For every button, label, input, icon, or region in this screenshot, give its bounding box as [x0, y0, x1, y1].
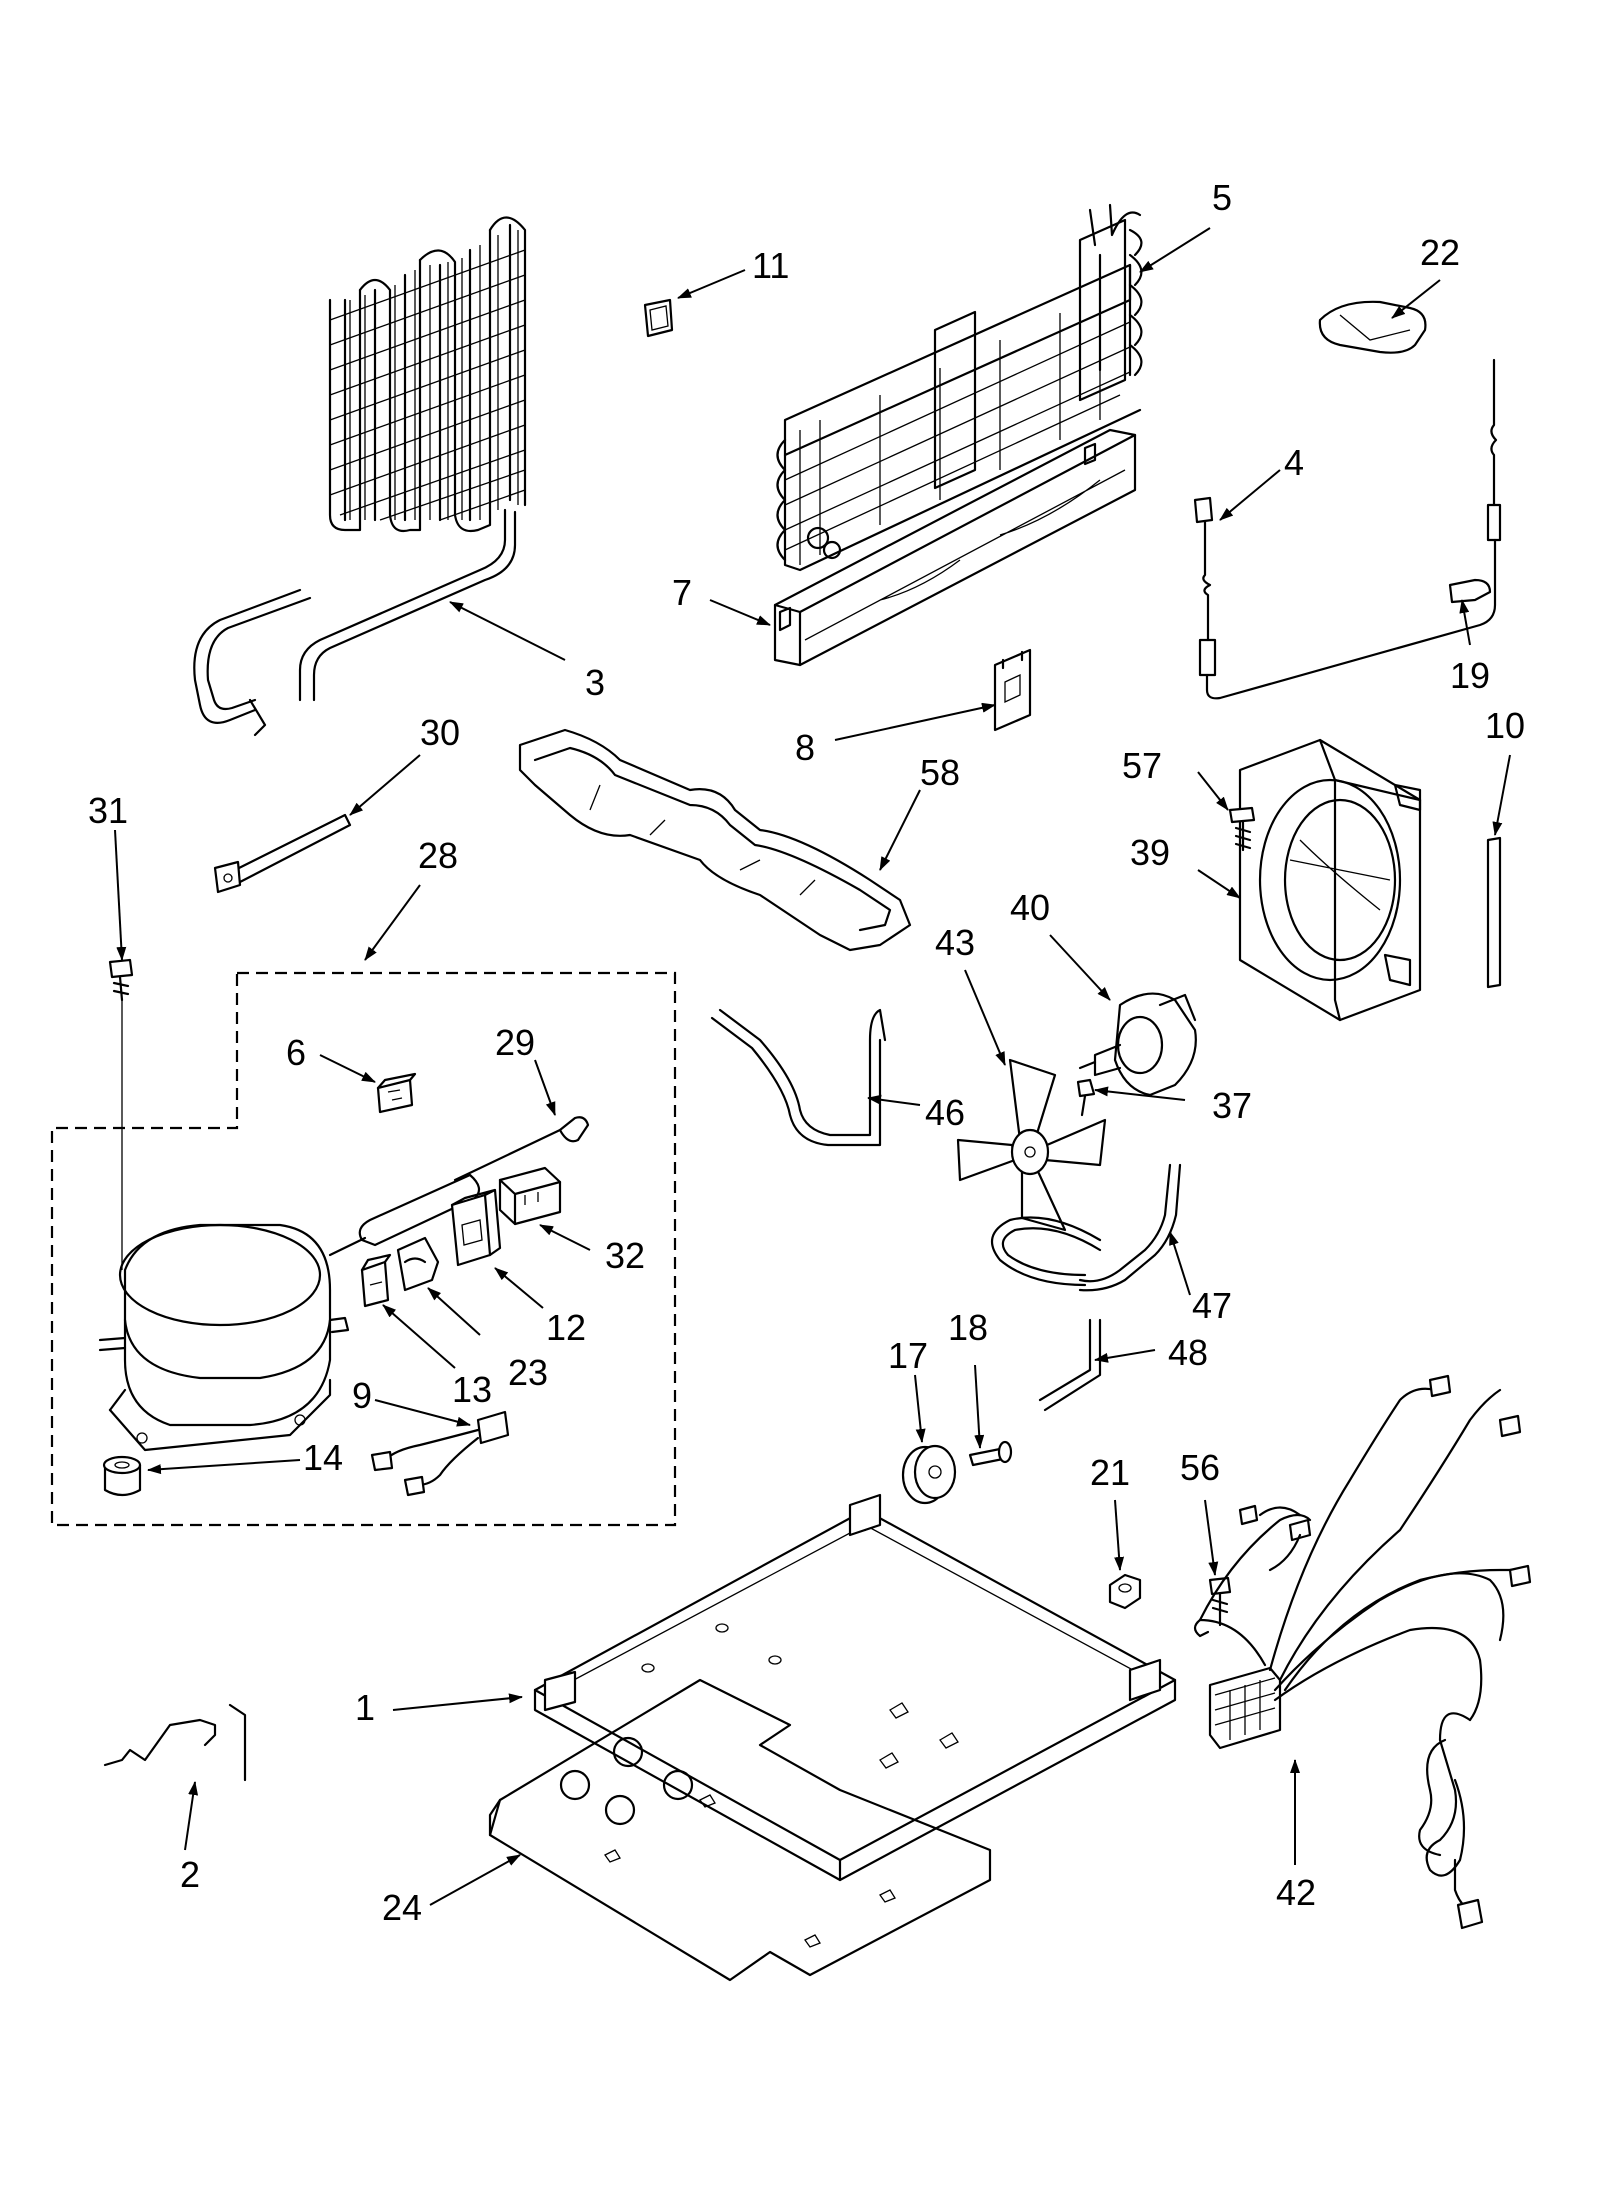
- part-29-cutout: [328, 1116, 590, 1257]
- part-drain-trough: [773, 428, 1137, 667]
- part-24-base-pad: [488, 1678, 992, 1982]
- callout-11: 11: [752, 245, 789, 286]
- callout-2: 2: [180, 1854, 200, 1895]
- callout-12: 12: [546, 1307, 586, 1348]
- part-58-drain-pan: [518, 728, 912, 952]
- part-10-strip: [1486, 836, 1502, 989]
- part-46-tube: [710, 1008, 887, 1147]
- callout-19: 19: [1450, 655, 1490, 696]
- callout-10: 10: [1485, 705, 1525, 746]
- callout-1: 1: [355, 1687, 375, 1728]
- part-43-fan-blade: [956, 1058, 1107, 1232]
- callout-22: 22: [1420, 232, 1460, 273]
- callout-40: 40: [1010, 887, 1050, 928]
- part-18-axle-pin: [968, 1440, 1013, 1467]
- part-13-terminal: [360, 1253, 392, 1308]
- callout-5: 5: [1212, 177, 1232, 218]
- part-39-fan-shroud: [1238, 738, 1422, 1022]
- part-evaporator: [776, 203, 1143, 572]
- part-48-tube: [1038, 1318, 1102, 1412]
- part-11-gasket: [643, 298, 674, 338]
- callout-42: 42: [1276, 1872, 1316, 1913]
- part-8-bracket: [993, 648, 1032, 732]
- callout-28: 28: [418, 835, 458, 876]
- callout-30: 30: [420, 712, 460, 753]
- callout-56: 56: [1180, 1447, 1220, 1488]
- callout-9: 9: [352, 1375, 372, 1416]
- part-32-capacitor: [498, 1166, 562, 1226]
- part-22-cover: [1318, 300, 1427, 354]
- callout-13: 13: [452, 1369, 492, 1410]
- callout-4: 4: [1284, 442, 1304, 483]
- callout-29: 29: [495, 1022, 535, 1063]
- leader-lines: [114, 227, 1511, 1906]
- callout-57: 57: [1122, 745, 1162, 786]
- part-57-screw: [1228, 806, 1256, 852]
- callout-37: 37: [1212, 1085, 1252, 1126]
- group-28-dashed-outline: [50, 971, 677, 1527]
- callout-3: 3: [585, 662, 605, 703]
- callout-21: 21: [1090, 1452, 1130, 1493]
- part-2-wire-rod: [103, 1703, 247, 1782]
- part-condenser-coil: [193, 216, 527, 737]
- part-42-wire-harness: [1193, 1374, 1532, 1930]
- callout-14: 14: [303, 1437, 343, 1478]
- part-31-screw: [108, 958, 134, 1270]
- part-9-wire-harness: [370, 1410, 510, 1497]
- part-12-relay: [450, 1188, 502, 1267]
- part-compressor: [98, 1223, 350, 1452]
- part-1-base-frame: [533, 1493, 1177, 1882]
- callout-23: 23: [508, 1352, 548, 1393]
- part-23-overload: [396, 1236, 440, 1292]
- part-47-tube: [990, 1163, 1182, 1292]
- callout-31: 31: [88, 790, 128, 831]
- callout-24: 24: [382, 1887, 422, 1928]
- part-30-wire-tie: [213, 813, 352, 894]
- callout-6: 6: [286, 1032, 306, 1073]
- callout-17: 17: [888, 1335, 928, 1376]
- part-19-clip: [1448, 578, 1492, 604]
- callout-numbers: 1 2 3 4 5 6 7 8 9 10 11 12 13 14 17 18 1…: [88, 177, 1525, 1928]
- callout-32: 32: [605, 1235, 645, 1276]
- callout-43: 43: [935, 922, 975, 963]
- part-37-screw: [1076, 1078, 1096, 1117]
- callout-48: 48: [1168, 1332, 1208, 1373]
- part-4-thermistor: [1193, 358, 1502, 700]
- callout-46: 46: [925, 1092, 965, 1133]
- part-21-nut: [1108, 1573, 1142, 1610]
- callout-8: 8: [795, 727, 815, 768]
- callout-47: 47: [1192, 1285, 1232, 1326]
- callout-7: 7: [672, 572, 692, 613]
- part-6-relay: [376, 1072, 417, 1114]
- part-14-grommet: [102, 1455, 142, 1497]
- part-40-fan-motor: [1078, 992, 1197, 1097]
- callout-18: 18: [948, 1307, 988, 1348]
- callout-39: 39: [1130, 832, 1170, 873]
- part-17-roller: [901, 1444, 957, 1505]
- callout-58: 58: [920, 752, 960, 793]
